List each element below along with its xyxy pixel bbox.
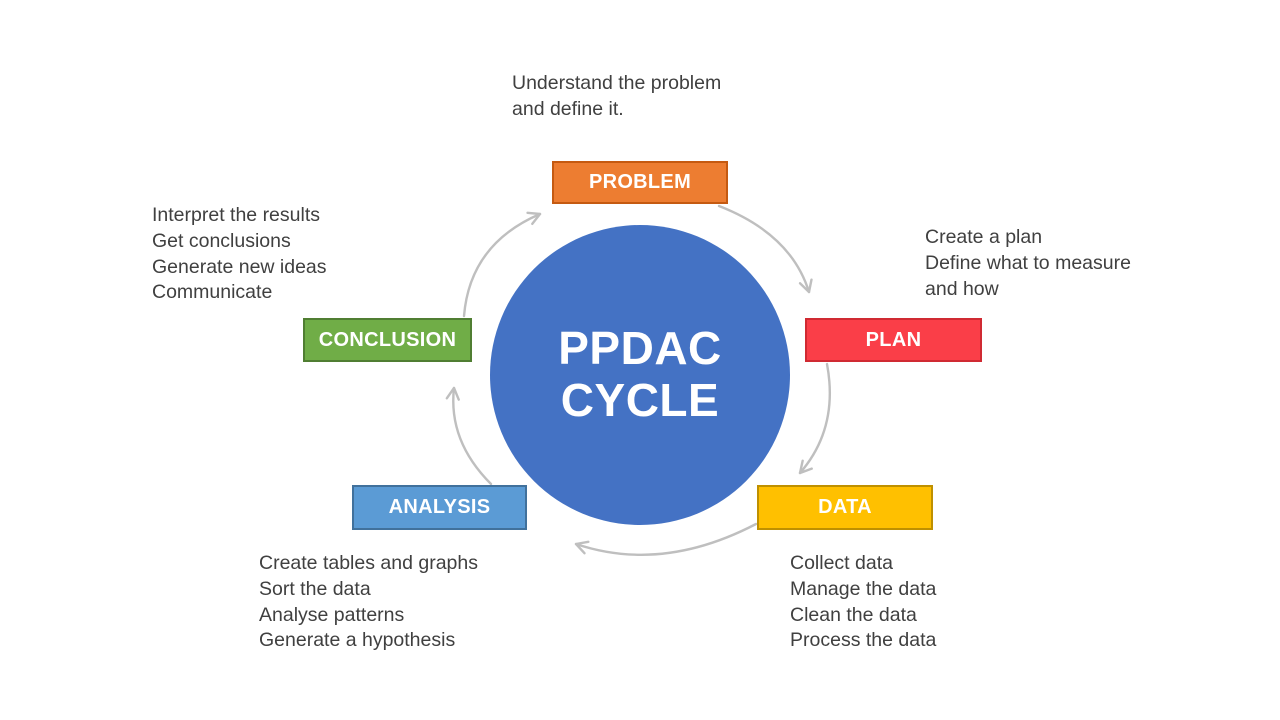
cycle-circle: PPDAC CYCLE (490, 225, 790, 525)
stage-box-problem: PROBLEM (552, 161, 728, 204)
arrow-plan-to-data (798, 362, 831, 475)
description-analysis: Create tables and graphs Sort the data A… (259, 552, 478, 652)
stage-label-analysis: ANALYSIS (388, 496, 491, 518)
description-problem: Understand the problem and define it. (512, 72, 722, 120)
stage-label-plan: PLAN (865, 328, 922, 351)
stage-label-problem: PROBLEM (588, 171, 692, 193)
stage-box-data: DATA (757, 485, 933, 530)
cycle-title: PPDAC CYCLE (558, 322, 722, 426)
stage-label-data: DATA (818, 496, 872, 518)
stage-box-conclusion: CONCLUSION (303, 318, 472, 362)
description-data: Collect data Manage the data Clean the d… (790, 552, 937, 652)
arrow-data-to-analysis (574, 522, 758, 556)
stage-label-conclusion: CONCLUSION (318, 328, 457, 351)
stage-box-analysis: ANALYSIS (352, 485, 527, 530)
description-plan: Create a plan Define what to measure and… (925, 226, 1131, 300)
arrow-analysis-to-conclusion (445, 386, 493, 486)
description-conclusion: Interpret the results Get conclusions Ge… (152, 204, 327, 304)
stage-box-plan: PLAN (805, 318, 982, 362)
